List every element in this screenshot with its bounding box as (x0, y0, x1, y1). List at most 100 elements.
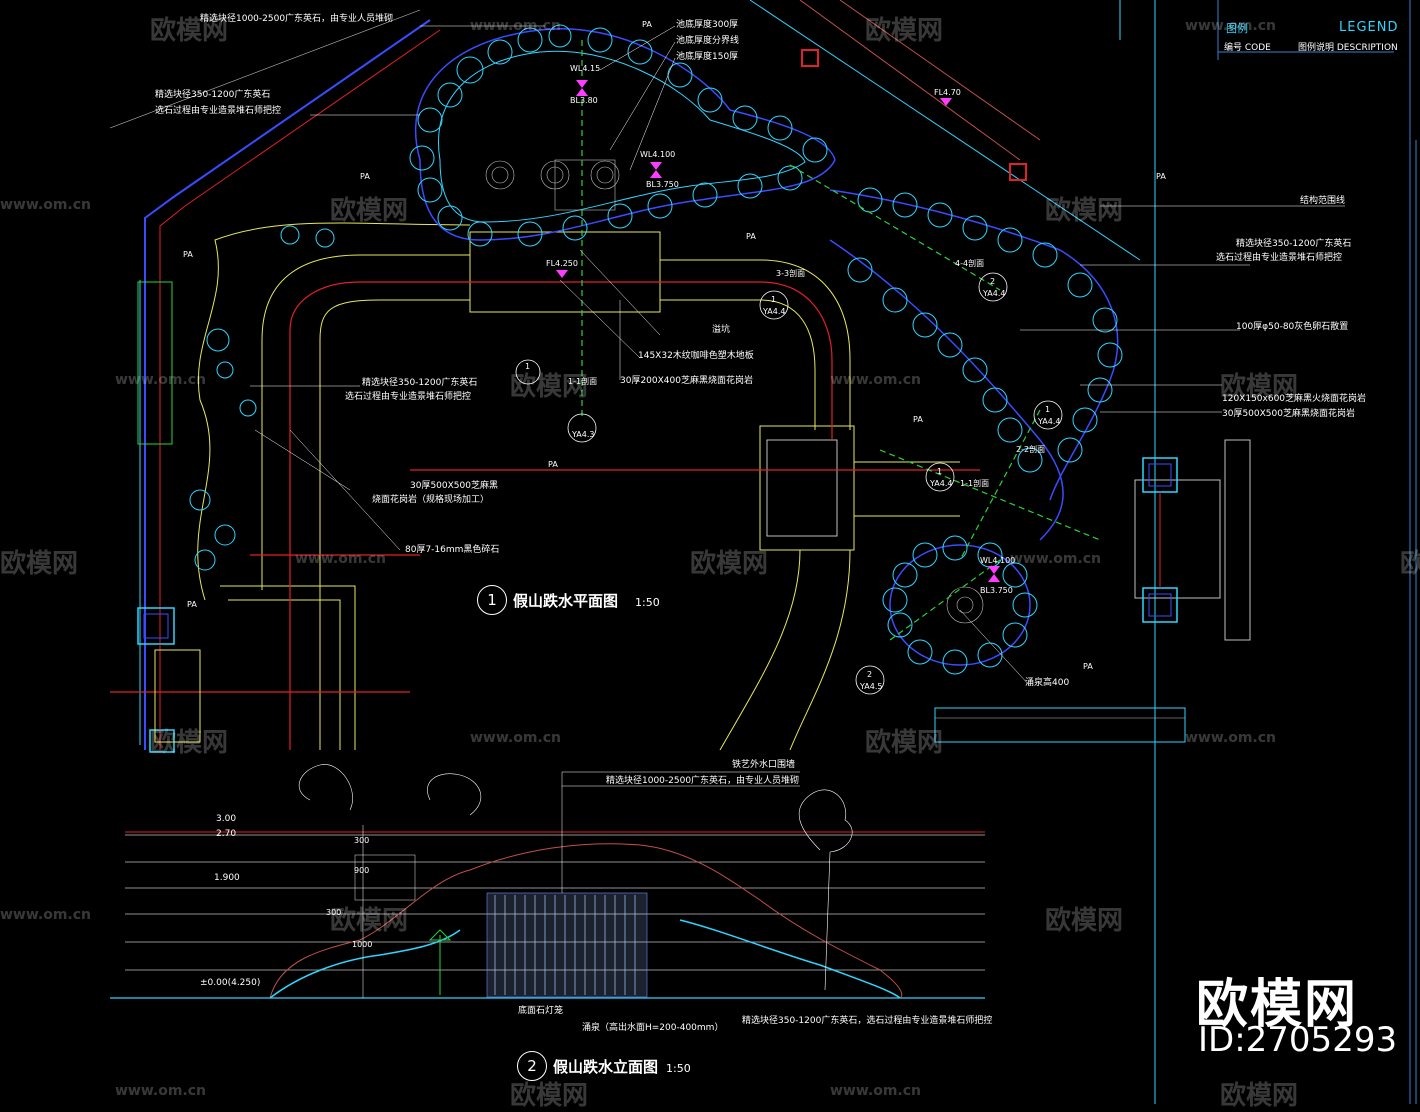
elev-mark: BL3.80 (570, 96, 598, 105)
watermark-url: www.om.cn (115, 372, 207, 388)
boundary-wall (109, 9, 441, 750)
plan-label: 烧面花岗岩（规格现场加工） (372, 495, 490, 505)
plan-label: 80厚7-16mm黑色碎石 (405, 545, 500, 555)
pa-mark: PA (642, 20, 652, 29)
pa-mark: PA (1156, 172, 1166, 181)
section-mark: YA4.4 (1038, 417, 1061, 426)
plan-scale: 1:50 (635, 596, 660, 609)
left-gate (137, 607, 201, 753)
plan-label: 池底厚度分界线 (676, 36, 740, 46)
section-mark: YA4.4 (983, 289, 1006, 298)
plan-label: 精选块径350-1200广东英石 (362, 378, 478, 388)
section-line-label: 4-4剖面 (955, 259, 985, 268)
rock-band (829, 187, 1123, 541)
section-line-label: 1-1剖面 (568, 377, 598, 386)
pa-mark: PA (1083, 662, 1093, 671)
section-mark: 2 (867, 670, 873, 679)
watermark-url: www.om.cn (830, 1083, 922, 1099)
section-mark: YA4.3 (572, 430, 595, 439)
pa-mark: PA (360, 172, 370, 181)
level-markers (556, 80, 1000, 582)
plan-number: 1 (477, 585, 507, 615)
watermark-brand: 欧模网 (1045, 196, 1124, 226)
plan-label: 池底厚度300厚 (676, 20, 739, 30)
sheet-frame (1217, 0, 1417, 1104)
watermark-brand: 欧模网 (330, 196, 409, 226)
watermark-url: www.om.cn (0, 907, 92, 923)
diagonal-wall (749, 0, 1156, 1104)
plan-title: 假山跌水平面图 (513, 592, 619, 610)
watermark-brand: 欧模网 (330, 906, 409, 936)
plan-label: 选石过程由专业造景堆石师把控 (1216, 253, 1343, 263)
section-mark: 1 (1045, 405, 1051, 414)
elevation-scale: 1:50 (666, 1062, 691, 1075)
plan-label: 145X32木纹咖啡色塑木地板 (638, 351, 754, 361)
plan-label: 30厚500X500芝麻黑烧面花岗岩 (1222, 409, 1355, 419)
elev-label: 涌泉（高出水面H=200-400mm） (582, 1023, 724, 1033)
section-lines (581, 40, 1101, 641)
watermark-brand: 欧模网 (1220, 372, 1299, 402)
pa-mark: PA (183, 250, 193, 259)
watermark-url: www.om.cn (830, 372, 922, 388)
legend-title: 图例 (1226, 22, 1248, 35)
elev-mark: WL4.100 (980, 556, 1016, 565)
section-mark: YA4.4 (763, 307, 786, 316)
watermark-url: www.om.cn (470, 18, 562, 34)
plan-label: 池底厚度150厚 (676, 52, 739, 62)
plan-label: 溢坑 (712, 325, 731, 335)
level-text: 3.00 (216, 814, 237, 824)
level-text: 1.900 (214, 873, 240, 883)
elev-mark: BL3.750 (646, 180, 679, 189)
section-line-label: 1-1剖面 (960, 479, 990, 488)
elev-mark: WL4.100 (640, 150, 676, 159)
pa-mark: PA (913, 415, 923, 424)
level-text: ±0.00(4.250) (200, 978, 261, 988)
elevation-number: 2 (517, 1051, 547, 1081)
section-callouts (515, 272, 1063, 695)
elev-mark: FL4.70 (934, 88, 961, 97)
legend-heading: LEGEND (1339, 20, 1399, 35)
watermark-brand: 欧模网 (150, 728, 229, 758)
section-mark: 1 (937, 467, 943, 476)
dim-text: 900 (354, 866, 370, 875)
lower-pond (882, 535, 1038, 675)
elev-label: 精选块径1000-2500广东英石，由专业人员堆砌 (606, 776, 800, 786)
watermark-brand: 欧模网 (510, 1081, 589, 1111)
pa-mark: PA (548, 460, 558, 469)
pa-mark: PA (746, 232, 756, 241)
section-mark: YA4.4 (930, 479, 953, 488)
watermark-url: www.om.cn (1185, 730, 1277, 746)
upper-pond (409, 24, 836, 247)
watermark-brand: 欧模网 (150, 16, 229, 46)
section-line-label: 3-3剖面 (776, 269, 806, 278)
watermark-url: www.om.cn (470, 730, 562, 746)
elevation-title: 假山跌水立面图 (553, 1058, 659, 1076)
watermark-brand: 欧模网 (865, 728, 944, 758)
dim-text: 300 (326, 908, 342, 917)
elev-mark: WL4.15 (570, 64, 601, 73)
pa-mark: PA (187, 600, 197, 609)
elev-label: 底面石灯笼 (518, 1006, 564, 1016)
plan-label: 结构范围线 (1300, 196, 1346, 206)
plan-label: 30厚200X400芝麻黑烧面花岗岩 (620, 376, 753, 386)
plan-label: 精选块径350-1200广东英石 (155, 90, 271, 100)
plan-label: 精选块径350-1200广东英石 (1236, 239, 1352, 249)
dim-text: 1000 (352, 940, 373, 949)
dim-text: 300 (354, 836, 370, 845)
watermark-url: www.om.cn (115, 1083, 207, 1099)
elev-mark: BL3.750 (980, 586, 1013, 595)
watermark-url: www.om.cn (295, 551, 387, 567)
watermark-brand: 欧模网 (1045, 906, 1124, 936)
section-mark: 1 (771, 295, 777, 304)
legend-col-code: 编号 CODE (1224, 43, 1271, 53)
plan-label: 精选块径1000-2500广东英石，由专业人员堆砌 (200, 14, 394, 24)
plan-label: 30厚500X500芝麻黑 (410, 481, 498, 491)
path-outline (197, 222, 960, 751)
stepping-stones (189, 225, 335, 571)
watermark-url: www.om.cn (1185, 18, 1277, 34)
watermark-url: www.om.cn (0, 197, 92, 213)
brand-id: ID:2705293 (1198, 1020, 1398, 1060)
watermark-brand: 欧模网 (510, 372, 589, 402)
watermark-brand: 欧模网 (0, 549, 79, 579)
